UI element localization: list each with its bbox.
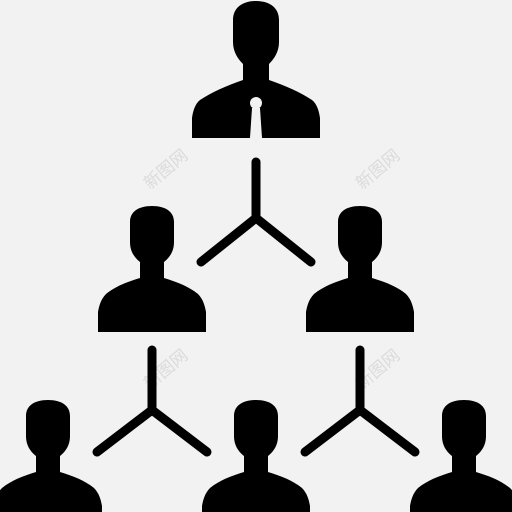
watermark-text: 新图网 — [352, 146, 404, 194]
connector-icon — [196, 157, 316, 267]
person-icon-top — [192, 1, 320, 138]
person-icon-bottom-2 — [202, 400, 310, 512]
person-icon-middle-right — [306, 206, 414, 332]
tie-icon — [250, 97, 262, 138]
watermark-text: 新图网 — [140, 146, 192, 194]
person-icon-middle-left — [98, 206, 206, 332]
connector-icon — [92, 345, 212, 457]
person-icon-bottom-1 — [0, 400, 102, 512]
connector-icon — [300, 345, 420, 457]
person-icon-bottom-3 — [410, 400, 512, 512]
